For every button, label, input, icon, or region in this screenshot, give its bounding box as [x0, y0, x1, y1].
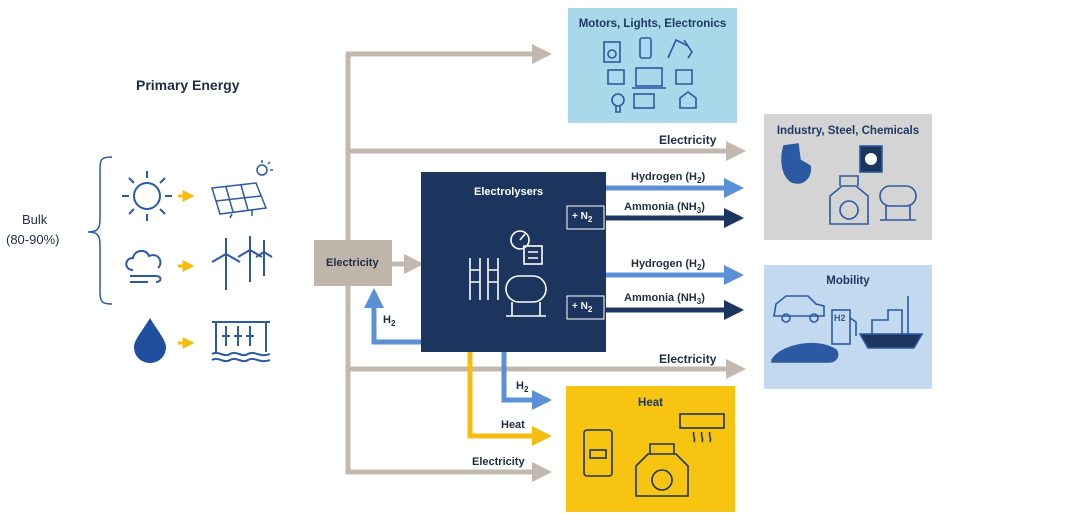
electrolyser-equipment-icon	[469, 230, 547, 317]
arrow-h2-heat	[501, 352, 552, 410]
n2-box-top	[566, 205, 605, 230]
motors-panel	[568, 8, 737, 123]
n2-box-bottom	[566, 295, 605, 320]
water-drop-icon	[134, 318, 166, 363]
motors-devices-icon	[603, 37, 697, 113]
h2-pump-label: H2	[834, 313, 846, 323]
h2-return-arrow	[364, 288, 421, 345]
bulk-brace	[87, 156, 113, 305]
n2-label-bottom: + N2	[572, 301, 593, 314]
ammonia-2-label: Ammonia (NH3)	[624, 292, 705, 307]
hydro-dam-icon	[211, 321, 271, 363]
motors-panel-title: Motors, Lights, Electronics	[578, 18, 727, 30]
primary-energy-title: Primary Energy	[136, 77, 240, 93]
hydrogen-2-label: Hydrogen (H2)	[631, 258, 706, 273]
n2-label-top: + N2	[572, 211, 593, 224]
electricity-bottom-label: Electricity	[472, 456, 525, 468]
electrolysers-title: Electrolysers	[474, 186, 544, 198]
hydrogen-1-label: Hydrogen (H2)	[631, 171, 706, 186]
wind-turbines-icon	[211, 236, 273, 290]
hub-label: Electricity	[326, 257, 379, 269]
heat-panel-title: Heat	[638, 397, 663, 409]
electricity-hub	[314, 240, 392, 286]
bulk-label: Bulk	[22, 212, 48, 227]
bulk-share: (80-90%)	[6, 232, 60, 247]
h2-return-label: H2	[383, 314, 396, 329]
mobility-panel	[764, 265, 932, 389]
ammonia-1-label: Ammonia (NH3)	[624, 201, 705, 216]
solar-panel-icon	[211, 160, 273, 219]
electrolysers-box	[421, 172, 606, 352]
industry-panel-title: Industry, Steel, Chemicals	[776, 125, 920, 137]
sun-icon	[122, 171, 172, 221]
industry-icons	[781, 143, 917, 225]
mobility-icons	[771, 295, 924, 363]
arrow-heat	[467, 352, 552, 446]
electricity-top-label: Electricity	[659, 133, 717, 147]
heat-flow-label: Heat	[501, 419, 525, 431]
heat-icons	[583, 413, 725, 497]
wind-weather-icon	[125, 250, 162, 283]
mobility-panel-title: Mobility	[826, 275, 870, 287]
h2-heat-label: H2	[516, 380, 529, 395]
electricity-mid-label: Electricity	[659, 352, 717, 366]
